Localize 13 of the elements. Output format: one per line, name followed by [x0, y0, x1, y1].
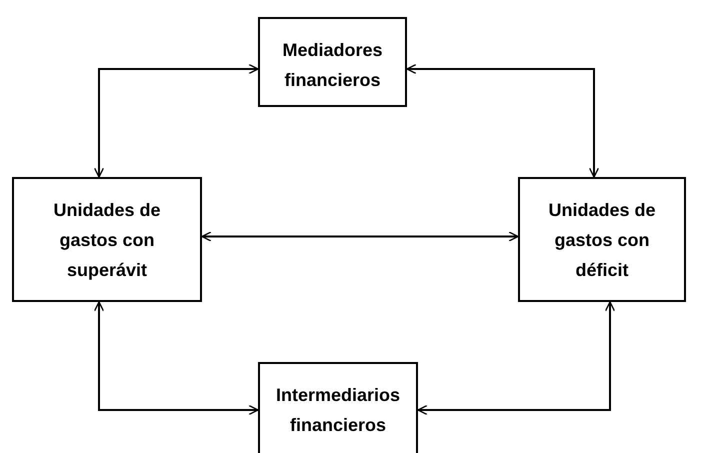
- box-label: Unidades de gastos con superávit: [52, 199, 162, 282]
- process-box: [12, 177, 202, 302]
- double-arrow: [417, 301, 616, 416]
- process-box: [518, 177, 686, 302]
- box-label: Intermediarios financieros: [274, 384, 402, 437]
- process-box: [258, 17, 407, 107]
- process-box: [258, 362, 418, 453]
- double-arrow: [201, 231, 519, 242]
- double-arrow: [94, 64, 259, 178]
- box-label: Unidades de gastos con déficit: [547, 199, 657, 282]
- double-arrow: [406, 64, 600, 178]
- double-arrow: [94, 301, 259, 416]
- box-label: Mediadores financieros: [281, 39, 384, 92]
